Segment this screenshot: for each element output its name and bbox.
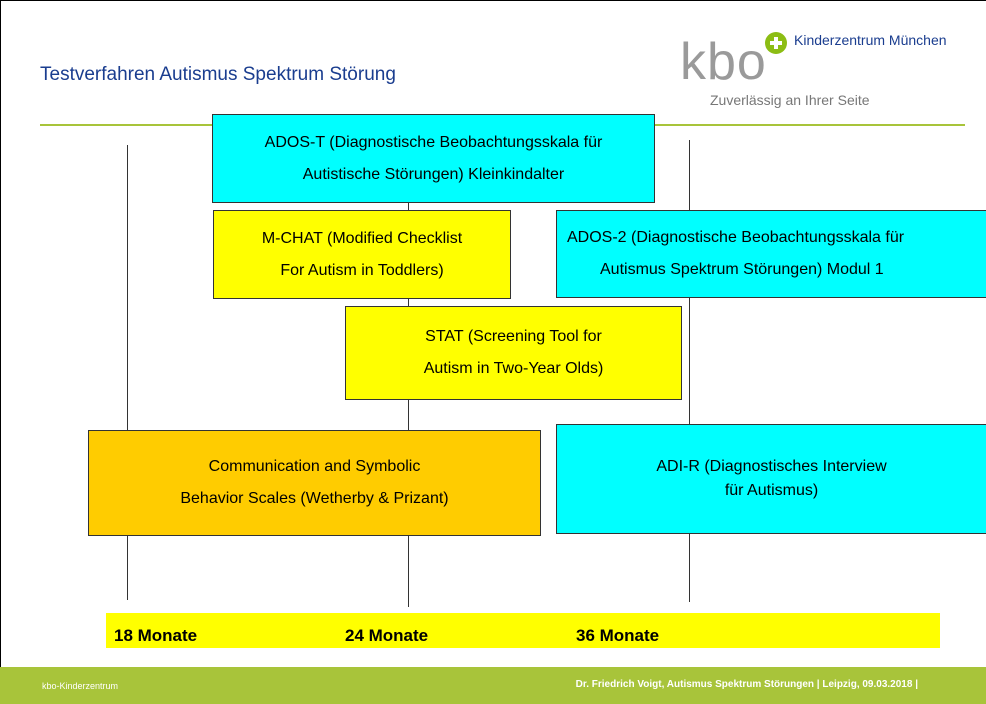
- box-csbs: Communication and Symbolic Behavior Scal…: [88, 430, 541, 536]
- box-csbs-line2: Behavior Scales (Wetherby & Prizant): [180, 490, 449, 507]
- kbo-logo: kbo Kinderzentrum München Zuverlässig an…: [680, 26, 980, 116]
- age-label-24: 24 Monate: [345, 626, 429, 645]
- box-adi-r-line2: für Autismus): [724, 482, 819, 499]
- box-ados-t-line1: ADOS-T (Diagnostische Beobachtungsskala …: [264, 133, 603, 151]
- box-ados-2: ADOS-2 (Diagnostische Beobachtungsskala …: [556, 210, 986, 298]
- box-stat-line1: STAT (Screening Tool for: [425, 328, 602, 345]
- box-mchat-line2: For Autism in Toddlers): [280, 261, 444, 279]
- slide-frame-top: [0, 0, 986, 1]
- box-stat-line2: Autism in Two-Year Olds): [423, 360, 604, 377]
- footer-bar: kbo-Kinderzentrum Dr. Friedrich Voigt, A…: [0, 667, 986, 704]
- logo-tagline: Zuverlässig an Ihrer Seite: [710, 92, 870, 108]
- slide-frame-left: [0, 0, 1, 668]
- footer-org: kbo-Kinderzentrum: [42, 681, 119, 691]
- box-ados-2-line1: ADOS-2 (Diagnostische Beobachtungsskala …: [567, 229, 905, 246]
- age-label-36: 36 Monate: [576, 626, 660, 645]
- box-ados-t-line2: Autistische Störungen) Kleinkindalter: [302, 165, 565, 183]
- slide-title: Testverfahren Autismus Spektrum Störung: [40, 64, 396, 85]
- age-axis-band: [106, 613, 940, 648]
- box-mchat: M-CHAT (Modified Checklist For Autism in…: [213, 210, 511, 299]
- box-mchat-line1: M-CHAT (Modified Checklist: [261, 229, 463, 247]
- timeline-line-36: [689, 140, 690, 602]
- logo-wordmark: kbo: [680, 33, 767, 91]
- age-label-18: 18 Monate: [114, 626, 198, 645]
- box-adi-r-line1: ADI-R (Diagnostisches Interview: [656, 458, 887, 475]
- box-adi-r: ADI-R (Diagnostisches Interview für Auti…: [556, 424, 986, 534]
- footer-presenter: Dr. Friedrich Voigt, Autismus Spektrum S…: [575, 679, 918, 690]
- box-ados-2-line2: Autismus Spektrum Störungen) Modul 1: [600, 261, 884, 278]
- box-stat: STAT (Screening Tool for Autism in Two-Y…: [345, 306, 682, 400]
- logo-name: Kinderzentrum München: [794, 32, 947, 48]
- timeline-line-18: [127, 145, 128, 600]
- box-csbs-line1: Communication and Symbolic: [208, 458, 421, 475]
- plus-icon: [765, 32, 787, 54]
- box-ados-t: ADOS-T (Diagnostische Beobachtungsskala …: [212, 114, 655, 203]
